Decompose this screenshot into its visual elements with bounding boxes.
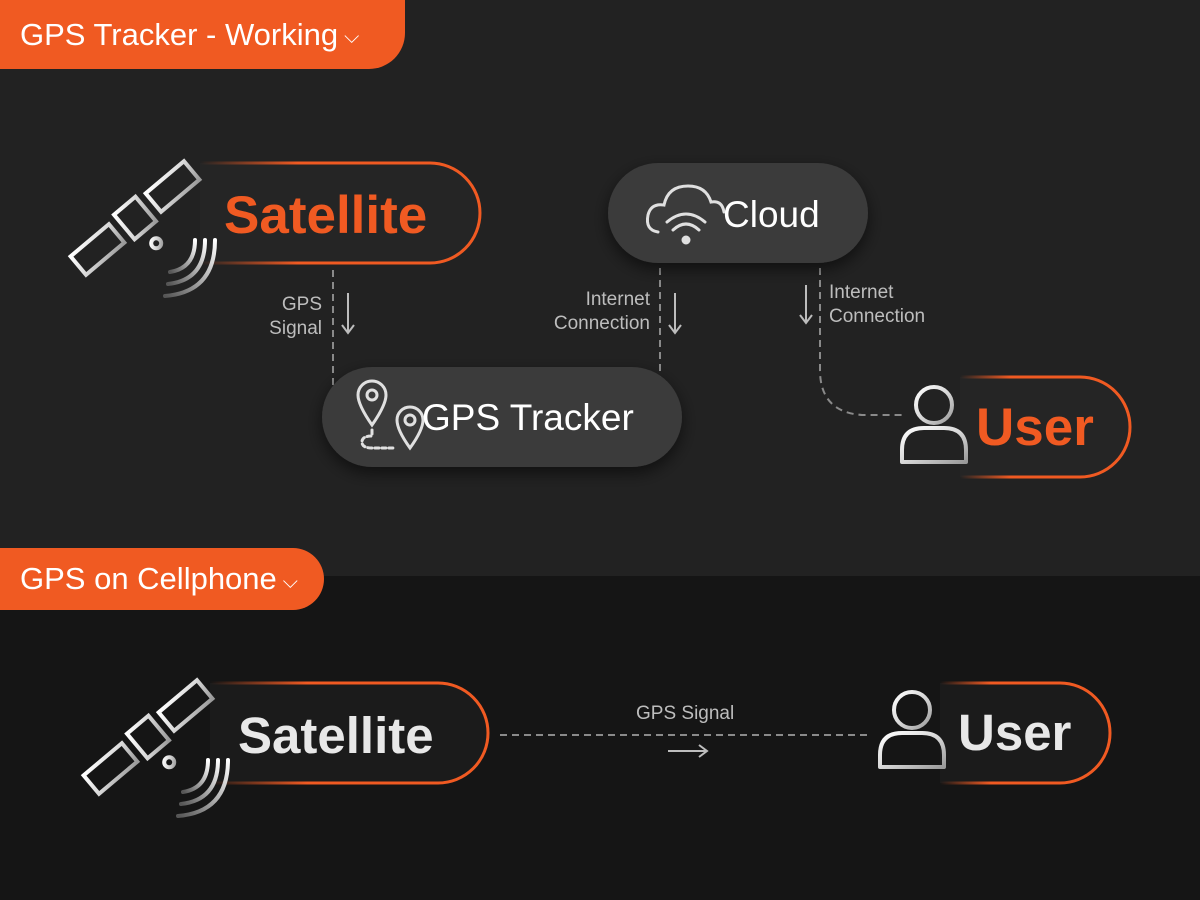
edge-label-line: Connection — [553, 313, 650, 334]
tracker-section — [0, 0, 1200, 576]
arrow-down-icon — [341, 293, 355, 335]
user-icon — [900, 385, 968, 464]
satellite-label: Satellite — [224, 185, 428, 245]
gps-signal-label: GPS Signal — [262, 293, 322, 341]
satellite-node-bottom — [210, 681, 490, 785]
section-tab-cellphone[interactable]: GPS on Cellphone ⌵ — [0, 548, 324, 610]
arrow-down-icon — [668, 293, 682, 335]
gps-signal-label: GPS Signal — [636, 703, 735, 724]
user-icon — [878, 690, 946, 769]
section-title: GPS Tracker - Working — [20, 16, 339, 52]
cloud-wifi-icon — [646, 184, 726, 245]
internet-connection-label: Internet Connection — [829, 281, 925, 329]
user-node-top — [960, 375, 1132, 479]
edge-label-line: Connection — [829, 306, 926, 327]
cloud-label: Cloud — [723, 194, 820, 235]
signal-waves — [176, 758, 230, 818]
section-tab-tracker[interactable]: GPS Tracker - Working ⌵ — [0, 0, 405, 69]
user-label: User — [958, 703, 1072, 761]
arrow-right-icon — [668, 744, 709, 758]
edge-label-line: GPS — [281, 294, 322, 315]
section-title: GPS on Cellphone — [20, 561, 277, 596]
satellite-label: Satellite — [238, 706, 434, 764]
arrow-down-icon — [799, 285, 813, 325]
signal-waves — [163, 238, 217, 298]
internet-connection-label: Internet Connection — [530, 288, 650, 336]
edge-label-line: Internet — [585, 289, 650, 310]
satellite-icon — [67, 158, 203, 278]
location-route-icon — [356, 379, 425, 451]
gps-tracker-node — [322, 367, 682, 467]
chevron-down-icon: ⌵ — [282, 570, 298, 593]
satellite-icon — [80, 677, 216, 797]
edge-label-line: Internet — [829, 282, 894, 303]
satellite-node-top — [200, 161, 482, 265]
gps-tracker-label: GPS Tracker — [422, 397, 634, 438]
chevron-down-icon: ⌵ — [344, 26, 360, 48]
user-label: User — [976, 397, 1094, 457]
cloud-node — [608, 163, 868, 263]
connector-cloud-user — [819, 268, 905, 416]
user-node-bottom — [940, 681, 1112, 785]
edge-label-line: Signal — [269, 318, 322, 339]
